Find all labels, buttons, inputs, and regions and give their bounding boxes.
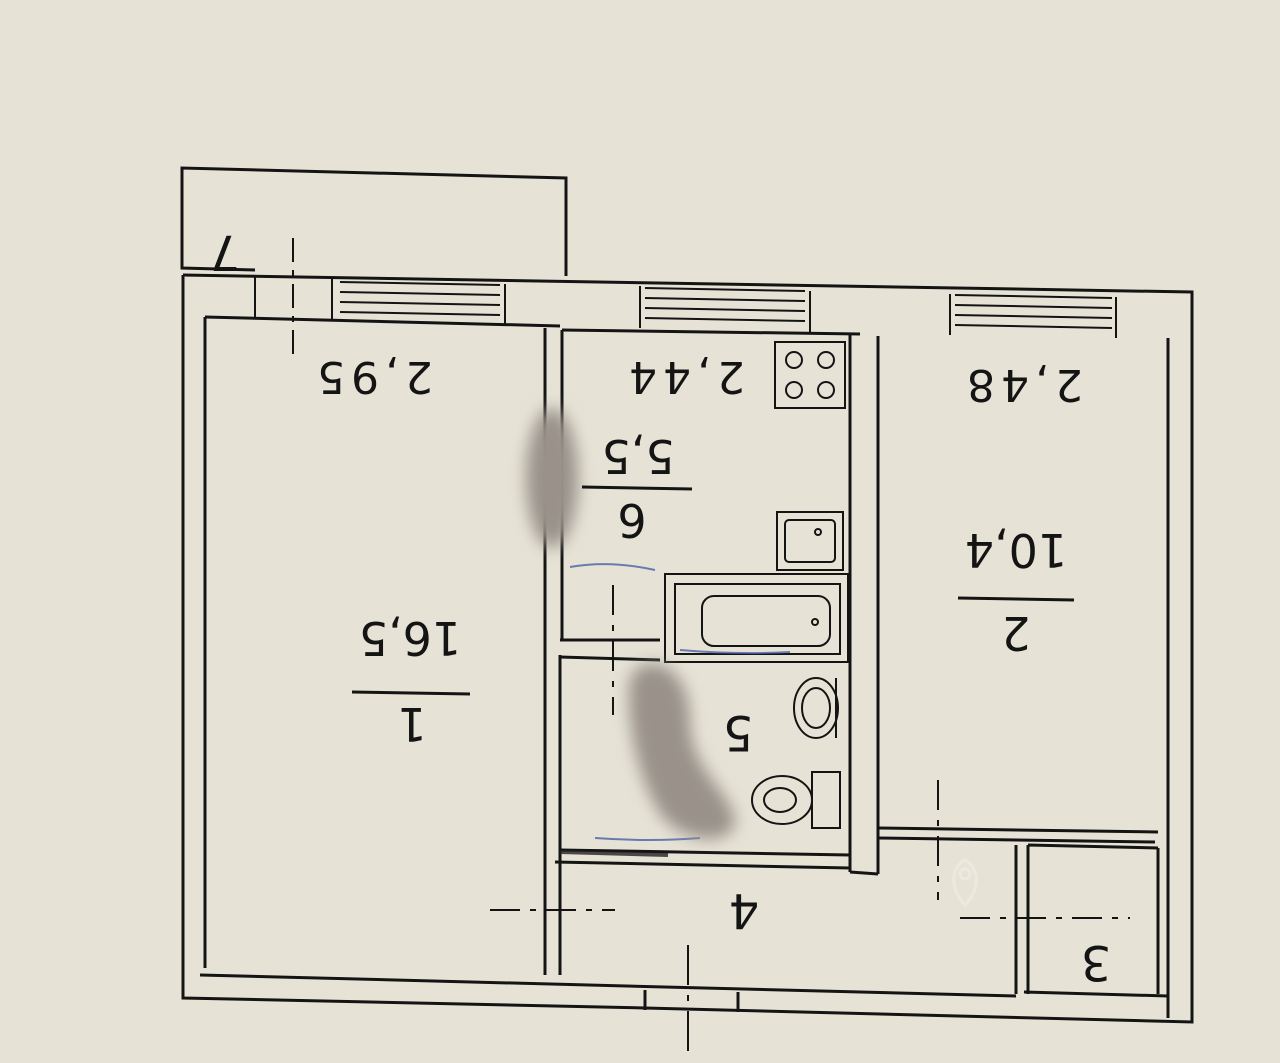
room-2-number: 2 (1001, 606, 1030, 660)
room-3-number: 3 (1081, 934, 1112, 990)
stove-icon (774, 341, 846, 409)
room-3-number-group: 3 (1081, 934, 1112, 990)
outer-walls (181, 273, 1194, 1024)
room-2-divider (957, 596, 1075, 602)
room-1-area: 16,5 (359, 611, 461, 665)
toilet-icon (751, 771, 841, 829)
room-1-divider (351, 690, 471, 696)
location-pin-icon (952, 858, 978, 908)
dimension-kitchen: 2,44 (623, 351, 745, 402)
room-6-area: 5,5 (601, 429, 674, 483)
room-6-divider (581, 485, 693, 491)
dimension-room-1: 2,95 (311, 351, 433, 402)
dimension-2-48: 2,48 (961, 359, 1083, 410)
windows (254, 275, 1117, 338)
washbasin-icon (793, 677, 839, 739)
room-2-label: 10,4 2 (957, 523, 1075, 660)
dimension-room-2: 2,48 (961, 359, 1083, 410)
room-5-number: 5 (723, 704, 754, 760)
room-7-number: 7 (210, 224, 241, 280)
section-marks (292, 238, 1130, 1060)
room-1-label: 16,5 1 (351, 611, 471, 751)
room-5-number-group: 5 (723, 704, 754, 760)
pen-marks (559, 563, 791, 857)
room-6-label: 5,5 6 (581, 429, 693, 547)
blurred-smudges (526, 408, 735, 839)
room-6-number: 6 (617, 493, 646, 547)
room-7-label: 7 (210, 224, 241, 280)
balcony (180, 166, 568, 276)
sink-icon (776, 511, 844, 571)
room-4-number-group: 4 (729, 882, 760, 938)
room-1-number: 1 (397, 697, 426, 751)
dimension-2-44: 2,44 (623, 351, 745, 402)
dimension-2-95: 2,95 (311, 351, 433, 402)
room-2-area: 10,4 (965, 523, 1067, 577)
room-4-number: 4 (729, 882, 760, 938)
